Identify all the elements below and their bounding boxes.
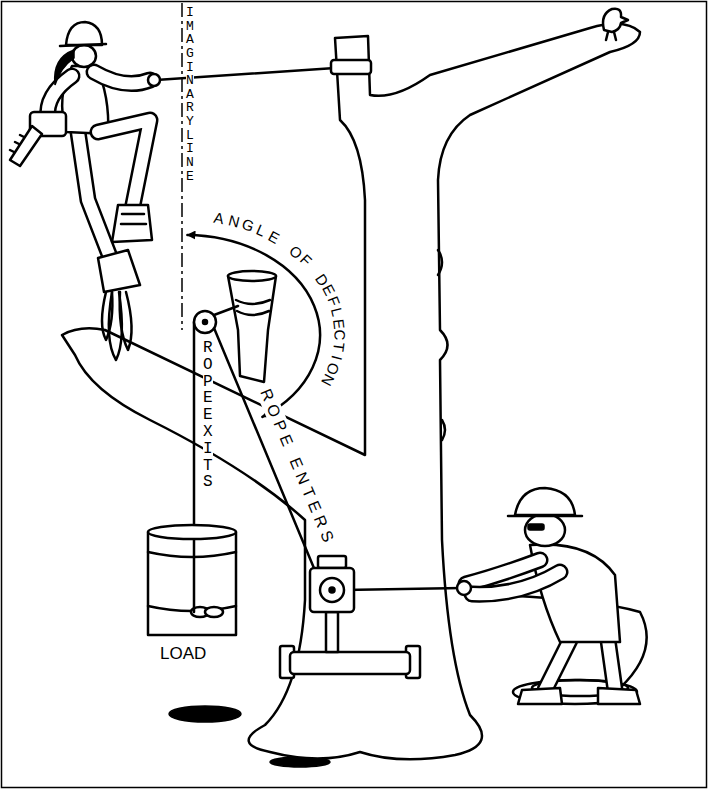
climber-figure <box>10 135 24 152</box>
angle-letter: E <box>266 228 282 246</box>
angle-letter: C <box>332 330 347 341</box>
climber-figure <box>98 120 150 210</box>
log-load <box>148 525 236 539</box>
angle-letter: A <box>213 210 225 227</box>
ground-worker <box>608 640 615 690</box>
friction-device <box>326 612 338 652</box>
climber-figure <box>72 45 96 67</box>
cut-stub <box>228 271 276 281</box>
pulley-block <box>194 311 216 333</box>
climber-figure <box>120 292 132 350</box>
ground-worker <box>457 581 471 595</box>
ground-worker <box>518 688 562 704</box>
climber-figure <box>66 22 102 45</box>
climber-figure <box>102 292 112 340</box>
log-load <box>205 607 223 617</box>
angle-letter: G <box>240 216 256 234</box>
climber-figure <box>148 74 160 86</box>
ground-worker <box>515 488 575 515</box>
angle-letter: L <box>329 306 346 318</box>
ground-worker <box>525 514 565 546</box>
friction-device <box>280 556 420 678</box>
log-load <box>148 552 236 557</box>
bird <box>603 9 628 32</box>
cut-stub <box>228 271 276 382</box>
ground-worker <box>598 688 640 704</box>
climber-figure <box>55 50 74 85</box>
rope <box>344 588 462 590</box>
tree-trunk <box>442 420 445 440</box>
angle-letter: I <box>329 354 345 362</box>
angle-letter: E <box>331 318 347 330</box>
climber-figure <box>10 22 160 360</box>
climber-figure <box>112 205 152 242</box>
rope-label: ROPE EXITS <box>203 340 213 491</box>
friction-device <box>320 578 344 602</box>
tree-trunk <box>62 24 640 760</box>
log-load <box>193 540 196 612</box>
pulley-block <box>194 311 216 333</box>
bird <box>606 32 616 40</box>
rope <box>156 68 335 80</box>
tree-collar <box>331 60 371 74</box>
friction-device <box>310 568 354 612</box>
ground-worker <box>457 488 640 704</box>
ground-worker <box>472 572 560 594</box>
load-label: LOAD <box>160 645 206 664</box>
ground-worker <box>508 515 582 518</box>
ground-worker <box>608 640 615 690</box>
climber-figure <box>78 132 112 262</box>
line-label: IMAGINARY LINE <box>186 6 194 183</box>
tree-trunk <box>438 250 442 275</box>
ground-worker <box>545 640 570 690</box>
angle-letter: L <box>254 222 268 239</box>
friction-device <box>290 652 410 674</box>
angle-letter: N <box>227 212 241 229</box>
tree-collar <box>331 60 371 74</box>
friction-device <box>318 556 346 568</box>
ground-shadow <box>169 706 241 722</box>
climber-figure <box>94 72 150 84</box>
friction-device <box>329 587 335 593</box>
climber-figure <box>98 250 140 292</box>
cut-stub <box>228 276 276 382</box>
tree-trunk <box>62 24 640 760</box>
angle-letter: T <box>331 341 347 352</box>
cut-stub <box>236 300 270 304</box>
climber-figure <box>60 44 106 46</box>
climber-figure <box>10 126 42 166</box>
log-load <box>148 532 236 635</box>
log-load <box>148 525 236 635</box>
pulley-block <box>203 320 208 325</box>
ground-worker <box>472 572 560 594</box>
imaginary-line <box>181 3 183 330</box>
ground-worker <box>528 524 544 530</box>
bird <box>603 9 628 40</box>
rope <box>214 306 238 315</box>
ground-worker <box>545 640 570 690</box>
cut-stub <box>237 311 269 315</box>
angle-label: ANGLE OF DEFLECTION <box>204 203 355 395</box>
climber-figure <box>121 214 146 224</box>
climber-figure <box>98 120 150 210</box>
rope <box>193 322 196 612</box>
climber-figure <box>78 132 112 262</box>
climber-figure <box>94 72 150 84</box>
